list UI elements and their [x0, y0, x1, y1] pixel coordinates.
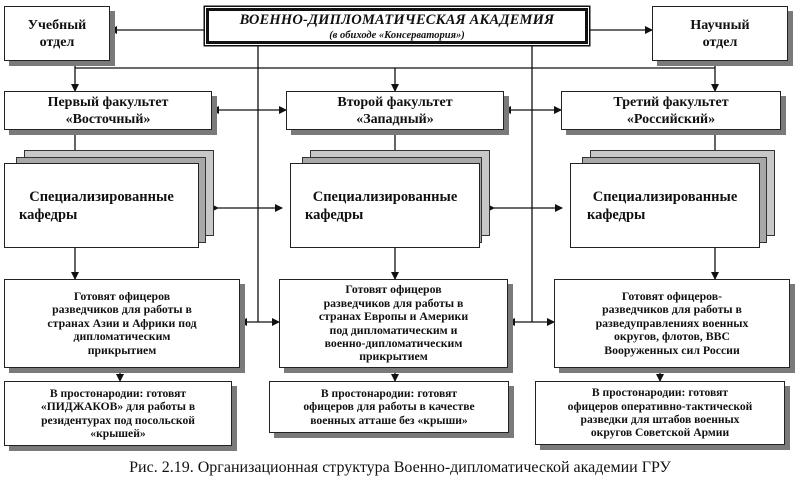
prepares-2-line6: прикрытием — [359, 349, 428, 364]
faculty-1-nickname: «Восточный» — [65, 111, 151, 127]
chairs-2: Специализированные кафедры — [290, 163, 480, 248]
prepares-2-line4: под дипломатическим и — [329, 322, 458, 337]
department-research: Научный отдел — [652, 6, 788, 61]
academy-box: ВОЕННО-ДИПЛОМАТИЧЕСКАЯ АКАДЕМИЯ (в обихо… — [206, 8, 588, 44]
prepares-2-line2: разведчиков для работы в — [323, 295, 464, 310]
slang-2: В простонародии: готовят офицеров для ра… — [269, 381, 509, 433]
prepares-3-line2: разведчиков для работы в — [602, 302, 742, 317]
prepares-3-line3: разведуправлениях военных — [595, 315, 749, 330]
chairs-1-line2: кафедры — [19, 206, 78, 223]
prepares-2: Готовят офицеров разведчиков для работы … — [279, 279, 508, 368]
prepares-2-line5: военно-дипломатическим — [324, 335, 463, 350]
faculty-2: Второй факультет «Западный» — [286, 91, 504, 130]
slang-3: В простонародии: готовят офицеров операт… — [535, 381, 785, 445]
academy-subtitle: (в обиходе «Консерватория») — [329, 29, 465, 41]
department-research-line2: отдел — [702, 34, 738, 50]
slang-3-line1: В простонародии: готовят — [591, 386, 729, 400]
slang-1-line4: «крышей» — [90, 426, 146, 440]
prepares-3: Готовят офицеров- разведчиков для работы… — [554, 279, 790, 368]
chairs-2-line2: кафедры — [305, 206, 364, 223]
prepares-1-line1: Готовят офицеров — [73, 288, 171, 303]
prepares-3-line4: округов, флотов, ВВС — [614, 329, 730, 344]
slang-3-line4: округов Советской Армии — [590, 426, 730, 440]
prepares-2-line1: Готовят офицеров — [345, 282, 442, 297]
faculty-2-name: Второй факультет — [337, 94, 453, 110]
prepares-3-line5: Вооруженных сил России — [604, 342, 740, 357]
academy-title: ВОЕННО-ДИПЛОМАТИЧЕСКАЯ АКАДЕМИЯ — [239, 11, 555, 28]
slang-2-line1: В простонародии: готовят — [320, 387, 458, 401]
faculty-2-nickname: «Западный» — [356, 111, 434, 127]
chairs-3: Специализированные кафедры — [570, 163, 760, 248]
slang-2-line3: военных атташе без «крыши» — [310, 413, 468, 427]
figure-caption: Рис. 2.19. Организационная структура Вое… — [129, 459, 671, 476]
faculty-3: Третий факультет «Российский» — [561, 91, 781, 130]
department-training-line1: Учебный — [27, 17, 87, 33]
slang-1-line2: «ПИДЖАКОВ» для работы в — [40, 400, 196, 414]
chairs-1-line1: Специализированные — [29, 188, 174, 205]
department-research-line1: Научный — [690, 17, 750, 33]
prepares-2-line3: странах Европы и Америки — [318, 309, 469, 324]
chairs-3-line1: Специализированные — [592, 188, 738, 205]
department-training: Учебный отдел — [4, 6, 110, 61]
faculty-1-name: Первый факультет — [47, 94, 169, 110]
slang-2-line2: офицеров для работы в качестве — [303, 400, 475, 414]
prepares-1-line3: странах Азии и Африки под — [47, 315, 197, 330]
chairs-3-line2: кафедры — [587, 206, 646, 223]
prepares-1-line4: дипломатическим — [73, 329, 171, 344]
slang-3-line3: разведки для штабов военных — [580, 413, 740, 426]
faculty-3-name: Третий факультет — [613, 94, 729, 110]
slang-1: В простонародии: готовят «ПИДЖАКОВ» для … — [4, 381, 232, 446]
slang-1-line3: резидентурах под посольской — [41, 413, 195, 427]
chairs-1: Специализированные кафедры — [4, 163, 199, 248]
faculty-3-nickname: «Российский» — [626, 111, 716, 127]
slang-3-line2: офицеров оперативно-тактической — [567, 399, 753, 413]
prepares-1: Готовят офицеров разведчиков для работы … — [4, 279, 240, 368]
department-training-line2: отдел — [39, 34, 75, 50]
prepares-1-line2: разведчиков для работы в — [52, 302, 192, 317]
slang-1-line1: В простонародии: готовят — [49, 386, 187, 400]
faculty-1: Первый факультет «Восточный» — [4, 91, 212, 130]
prepares-3-line1: Готовят офицеров- — [621, 288, 723, 303]
prepares-1-line5: прикрытием — [87, 342, 157, 357]
chairs-2-line1: Специализированные — [312, 188, 458, 205]
